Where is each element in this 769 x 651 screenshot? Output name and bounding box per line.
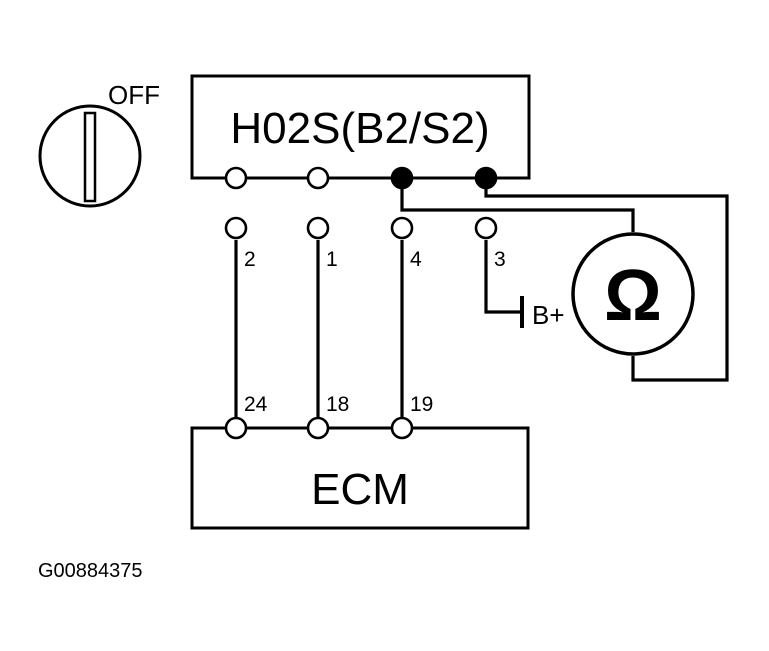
ecm-pins xyxy=(224,416,414,440)
harness-wires xyxy=(234,240,520,420)
ecm-pin-label: 24 xyxy=(244,393,268,416)
sensor-pin-probed xyxy=(390,166,414,190)
ohmmeter-icon xyxy=(571,232,695,356)
ecm-pin-label: 18 xyxy=(326,393,349,416)
ignition-switch xyxy=(38,104,142,208)
ohmmeter-leads xyxy=(400,180,729,382)
figure-code: G00884375 xyxy=(38,560,143,582)
ignition-key-slot-icon xyxy=(83,111,97,203)
sensor-pin-open xyxy=(306,166,330,190)
sensor-pin-probed xyxy=(474,166,498,190)
connector-pins xyxy=(224,216,498,240)
ecm-pin xyxy=(224,416,248,440)
ohm-symbol: Ω xyxy=(604,256,662,336)
sensor-label: H02S(B2/S2) xyxy=(230,104,489,153)
connector-pin-label: 2 xyxy=(244,248,256,271)
ecm-pin-label: 19 xyxy=(410,393,433,416)
sensor-box xyxy=(190,74,531,180)
ecm-label: ECM xyxy=(311,465,409,514)
battery-label: B+ xyxy=(532,300,565,330)
connector-pin-label: 1 xyxy=(326,248,338,271)
connector-pin-label: 4 xyxy=(410,248,422,271)
connector-pin xyxy=(306,216,330,240)
connector-pin xyxy=(474,216,498,240)
connector-pin xyxy=(224,216,248,240)
ignition-state-label: OFF xyxy=(108,80,160,110)
sensor-pins xyxy=(224,166,498,190)
connector-pin-label: 3 xyxy=(494,248,506,271)
ecm-pin xyxy=(306,416,330,440)
connector-pin xyxy=(390,216,414,240)
ecm-box xyxy=(190,426,530,530)
ecm-pin xyxy=(390,416,414,440)
sensor-pin-open xyxy=(224,166,248,190)
